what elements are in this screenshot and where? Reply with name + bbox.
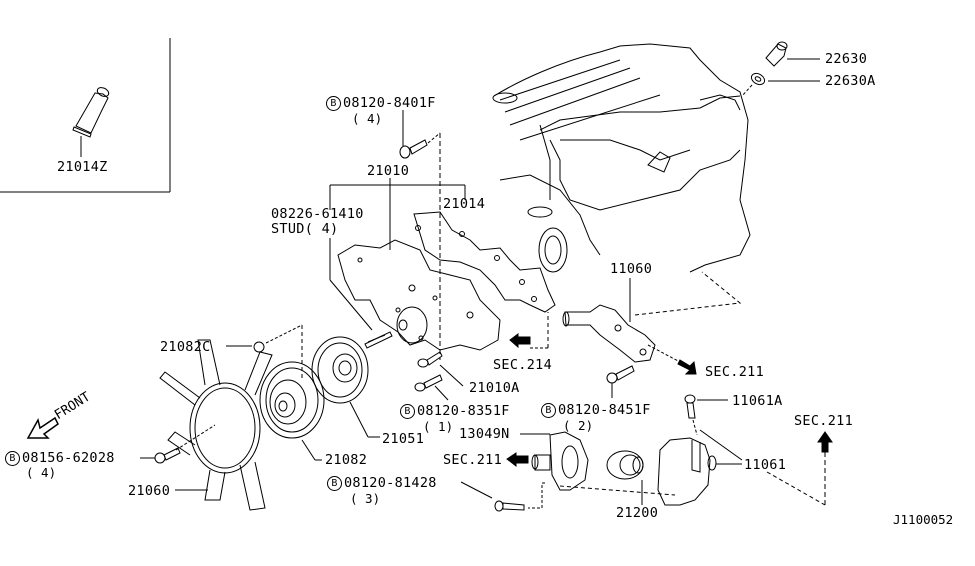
part-number: 08120-8451F xyxy=(558,402,651,418)
sec211-left-arrow-icon xyxy=(506,452,529,468)
bolt-symbol-icon: B xyxy=(326,96,341,111)
part-label-22630a[interactable]: 22630A xyxy=(825,73,876,89)
part-label-08226-61410[interactable]: 08226-61410 xyxy=(271,206,364,222)
sec211-arrow-icon xyxy=(647,344,697,375)
quantity-label: ( 4) xyxy=(26,465,57,480)
part-label-21010[interactable]: 21010 xyxy=(367,163,410,179)
section-link-214[interactable]: SEC.214 xyxy=(493,357,552,373)
leader-21010 xyxy=(329,178,466,331)
water-outlet-drawing xyxy=(562,271,742,363)
fan-coupling-drawing xyxy=(259,361,325,461)
thermostat-drawing xyxy=(606,450,644,505)
part-number: 08120-81428 xyxy=(344,475,437,491)
engine-block-drawing xyxy=(492,43,751,273)
temperature-sensor-icon xyxy=(765,41,820,67)
gasket-drawing xyxy=(413,211,556,313)
front-arrow-icon xyxy=(26,416,59,439)
part-label-21014z[interactable]: 21014Z xyxy=(57,159,108,175)
part-label-21082[interactable]: 21082 xyxy=(325,452,368,468)
bolt-symbol-icon: B xyxy=(400,404,415,419)
sec214-arrow-icon xyxy=(509,312,549,349)
water-inlet-drawing xyxy=(520,431,676,509)
stud-note: STUD( 4) xyxy=(271,221,339,237)
part-number: 08120-8401F xyxy=(343,95,436,111)
section-link-211-outlet[interactable]: SEC.211 xyxy=(705,364,764,380)
bolt-symbol-icon: B xyxy=(327,476,342,491)
part-label-21014[interactable]: 21014 xyxy=(443,196,486,212)
quantity-label: ( 1) xyxy=(423,419,454,434)
part-label-11060[interactable]: 11060 xyxy=(610,261,653,277)
inset-frame xyxy=(0,38,171,193)
water-pump-drawing xyxy=(337,239,501,351)
cooling-fan-drawing xyxy=(159,339,273,511)
quantity-label: ( 2) xyxy=(563,418,594,433)
section-link-211-up[interactable]: SEC.211 xyxy=(794,413,853,429)
part-label-21051[interactable]: 21051 xyxy=(382,431,425,447)
bolt-symbol-icon: B xyxy=(541,403,556,418)
thermostat-housing-drawing xyxy=(657,429,826,506)
part-label-11061a[interactable]: 11061A xyxy=(732,393,783,409)
bolt-11061a-icon xyxy=(684,394,728,436)
sealant-tube-icon xyxy=(72,87,110,157)
bolt-8351f-icon xyxy=(414,374,449,401)
figure-code: J1100052 xyxy=(893,512,954,527)
pulley-21051-drawing xyxy=(311,336,380,438)
part-label-21010a[interactable]: 21010A xyxy=(469,380,520,396)
bolt-symbol-icon: B xyxy=(5,451,20,466)
part-label-21060[interactable]: 21060 xyxy=(128,483,171,499)
bolt-8451f-icon xyxy=(606,365,635,398)
bolt-62028-icon xyxy=(140,447,181,464)
part-label-11061[interactable]: 11061 xyxy=(744,457,787,473)
part-number: 08120-8351F xyxy=(417,403,510,419)
bolt-81428-icon xyxy=(460,481,525,512)
bolt-8401f-icon xyxy=(399,110,441,360)
part-label-22630[interactable]: 22630 xyxy=(825,51,868,67)
quantity-label: ( 3) xyxy=(350,491,381,506)
quantity-label: ( 4) xyxy=(352,111,383,126)
part-label-21200[interactable]: 21200 xyxy=(616,505,659,521)
section-link-211-inlet[interactable]: SEC.211 xyxy=(443,452,502,468)
sec211-up-arrow-icon xyxy=(817,431,833,505)
part-number: 08156-62028 xyxy=(22,450,115,466)
part-label-21082c[interactable]: 21082C xyxy=(160,339,211,355)
bolt-21010a-icon xyxy=(417,351,464,387)
washer-icon xyxy=(741,72,820,97)
part-label-13049n[interactable]: 13049N xyxy=(459,426,510,442)
